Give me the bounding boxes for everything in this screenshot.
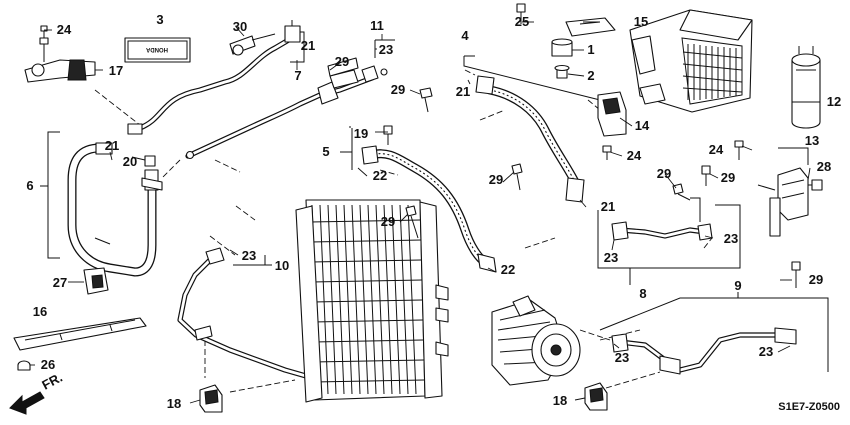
callout-16: 16 (33, 304, 47, 319)
callout-24-a: 24 (57, 22, 72, 37)
callout-27: 27 (53, 275, 67, 290)
callout-18-b: 18 (553, 393, 567, 408)
callout-29-e: 29 (489, 172, 503, 187)
callout-8: 8 (639, 286, 646, 301)
receiver-bolt (808, 179, 823, 191)
label-plate-text: HONDA (145, 46, 168, 52)
bolt-array (327, 57, 801, 288)
callout-12: 12 (827, 94, 841, 109)
diagram-code: S1E7-Z0500 (778, 401, 840, 413)
callout-9: 9 (734, 278, 741, 293)
callout-29-c: 29 (721, 170, 735, 185)
callout-24-c: 24 (709, 142, 724, 157)
bolt-set (40, 25, 744, 160)
grommet (17, 360, 31, 371)
pipe-clamp (597, 91, 627, 137)
receiver-hose (67, 142, 163, 277)
condenser-fins (309, 204, 425, 395)
clamp-bracket (24, 37, 96, 83)
callout-25: 25 (515, 14, 529, 29)
callout-21-a: 21 (301, 38, 315, 53)
callout-3: 3 (156, 12, 163, 27)
callout-4: 4 (461, 28, 469, 43)
callout-15: 15 (634, 14, 648, 29)
discharge-pipe-lower (611, 327, 797, 375)
callout-29-f: 29 (381, 214, 395, 229)
callout-21-b: 21 (456, 84, 470, 99)
label-plate: HONDA (124, 37, 191, 63)
callout-17: 17 (109, 63, 123, 78)
callout-13: 13 (805, 133, 819, 148)
callout-2: 2 (587, 68, 594, 83)
callout-23-c: 23 (604, 250, 618, 265)
callout-23-a: 23 (379, 42, 393, 57)
bolt-top (516, 3, 526, 24)
callout-6: 6 (26, 178, 33, 193)
bushing (551, 38, 573, 57)
callout-21-c: 21 (601, 199, 615, 214)
callout-22-a: 22 (373, 168, 387, 183)
callout-29-a: 29 (335, 54, 349, 69)
callout-20: 20 (123, 154, 137, 169)
hose-clamp (83, 267, 109, 295)
callout-29-g: 29 (809, 272, 823, 287)
callout-23-e: 23 (615, 350, 629, 365)
grommet-small (554, 64, 570, 79)
callout-21-d: 21 (105, 138, 119, 153)
callout-5: 5 (322, 144, 329, 159)
callout-leader-lines (30, 21, 820, 404)
receiver-drier (791, 46, 821, 129)
callout-23-d: 23 (724, 231, 738, 246)
callout-1: 1 (587, 42, 594, 57)
receiver-pipe (611, 197, 713, 241)
callout-23-b: 23 (242, 248, 256, 263)
discharge-pipe (127, 20, 301, 135)
evaporator-unit (629, 9, 753, 113)
callout-18-a: 18 (167, 396, 181, 411)
skid-plate (13, 317, 147, 351)
callout-30: 30 (233, 19, 247, 34)
callout-28: 28 (817, 159, 831, 174)
receiver-bracket (757, 167, 809, 237)
callout-numbers: 24 3 30 21 11 23 29 7 17 4 25 15 1 2 21 … (26, 12, 841, 413)
cap-fitting (144, 155, 156, 167)
callout-22-b: 22 (501, 262, 515, 277)
callout-10: 10 (275, 258, 289, 273)
callout-26: 26 (41, 357, 55, 372)
callout-11: 11 (370, 18, 384, 33)
service-valve-fitting (229, 33, 276, 56)
condenser (295, 199, 449, 403)
callout-23-f: 23 (759, 344, 773, 359)
pipe-clamp-pair (199, 382, 608, 413)
compressor (491, 295, 581, 386)
callout-29-d: 29 (657, 166, 671, 181)
callout-24-b: 24 (627, 148, 642, 163)
callout-14: 14 (635, 118, 650, 133)
callout-19: 19 (354, 126, 368, 141)
callout-7: 7 (294, 68, 301, 83)
callout-29-b: 29 (391, 82, 405, 97)
